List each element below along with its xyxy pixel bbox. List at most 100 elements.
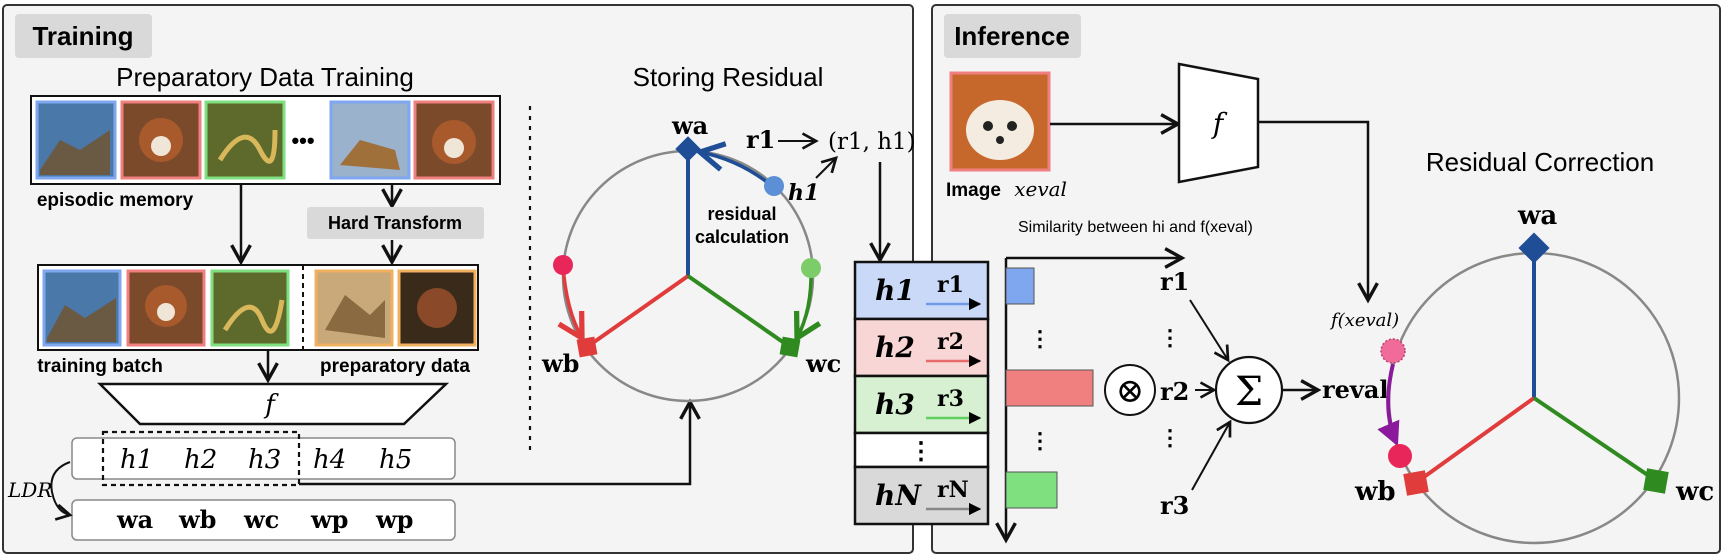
residual-correction-title: Residual Correction: [1426, 147, 1654, 177]
memory-row-1: [853, 260, 990, 321]
inference-tag-label: Inference: [954, 21, 1070, 51]
pair-label: (r1, h1): [828, 129, 916, 155]
axis-wb: [585, 274, 690, 349]
otimes-symbol: ⊗: [1116, 371, 1145, 411]
correction-label-wa: wa: [1517, 201, 1557, 231]
residual-calc-line2: calculation: [695, 227, 789, 247]
inference-tag: [944, 14, 1081, 58]
episodic-thumbnails-right: [329, 100, 495, 180]
correction-arrow-purple: [1377, 363, 1400, 447]
training-tag-label: Training: [32, 21, 133, 51]
arrow-h1-to-pair: [815, 156, 838, 179]
f-xeval-label: f(xeval): [1329, 310, 1399, 331]
similarity-bars: [1005, 267, 1094, 509]
label-wc-storing: wc: [805, 349, 841, 378]
feature-h3-text: h3: [248, 445, 281, 475]
training-batch-label: training batch: [37, 356, 163, 377]
feature-dot-pink: [1380, 338, 1406, 364]
weight-wp-1: wp: [310, 505, 348, 534]
memory-r1: r1: [937, 272, 964, 298]
loss-arc: [50, 461, 73, 521]
otimes-circle: [1104, 364, 1156, 416]
r3-label-inference: r3: [1160, 491, 1189, 520]
axis-wc: [686, 274, 792, 349]
memory-h3: h3: [875, 388, 915, 421]
feature-h5: h5: [379, 445, 412, 475]
weight-labels: wa wb wc wp wp: [116, 505, 413, 534]
memory-r3: r3: [937, 386, 964, 412]
label-wa-storing: wa: [671, 111, 708, 140]
r2-label-inference: r2: [1160, 377, 1189, 406]
r-dots-1: ⋮: [1159, 325, 1181, 351]
r-dots-2: ⋮: [1159, 425, 1181, 451]
correction-label-wc: wc: [1675, 477, 1714, 507]
similarity-bar-1: [1005, 267, 1035, 305]
encoder-f-trapezoid: [96, 382, 450, 426]
thumb-snake-1: [204, 100, 286, 180]
label-wb-storing: wb: [541, 349, 579, 378]
image-label: Image xeval: [946, 177, 1067, 201]
feature-h4-text: h4: [313, 445, 346, 475]
feature-h4: h4: [313, 445, 346, 475]
marker-wc: [779, 336, 801, 358]
features-box: [71, 437, 456, 480]
bar-dots-1: ⋮: [1029, 326, 1051, 352]
bar-dots-2: ⋮: [1029, 428, 1051, 454]
batch-thumb-snake: [210, 269, 290, 347]
memory-table: h1 r1 h2 r2 h3 r3 ⋮ hN rN: [853, 260, 990, 526]
ellipsis-dots: •••: [291, 128, 314, 153]
marker-wa: [675, 136, 701, 162]
residual-calc-line1: residual: [707, 204, 776, 224]
r-eval-label: reval: [1322, 375, 1389, 404]
arrow-r3-to-sigma: [1191, 419, 1232, 491]
similarity-bar-3: [1005, 471, 1058, 509]
correction-label-wb: wb: [1354, 477, 1396, 507]
feature-h1: h1: [120, 445, 153, 475]
feature-h5-text: h5: [379, 445, 412, 475]
weight-wp-2: wp: [375, 505, 413, 534]
correction-axis-wb: [1415, 396, 1536, 484]
h2-dot-red: [553, 255, 573, 275]
feature-h1-text: h1: [120, 445, 153, 475]
arrow-features-to-circle: [299, 398, 701, 486]
weight-wb: wb: [178, 505, 216, 534]
memory-row-n: [853, 465, 990, 526]
memory-r2: r2: [937, 329, 964, 355]
corrected-dot-red: [1388, 444, 1412, 468]
prep-data-label: preparatory data: [320, 356, 470, 377]
similarity-label: Similarity between hi and f(xeval): [1018, 219, 1253, 236]
loss-label: LDR: [7, 478, 52, 502]
inference-encoder-f: [1177, 62, 1260, 184]
label-r1-storing: r1: [746, 125, 775, 154]
episodic-thumbnails: [35, 100, 286, 180]
memory-row-2: [853, 317, 990, 378]
correction-marker-wb: [1403, 470, 1429, 496]
h3-dot-green: [801, 258, 821, 278]
image-word: Image: [946, 180, 1001, 201]
feature-h2: h2: [184, 445, 217, 475]
r1-label-inference: r1: [1160, 267, 1189, 296]
hard-transform-box: [307, 207, 484, 239]
label-h1-storing: h1: [788, 180, 819, 206]
memory-h1: h1: [875, 274, 915, 307]
weight-wa: wa: [116, 505, 153, 534]
hard-transform-label: Hard Transform: [328, 213, 462, 233]
correction-marker-wc: [1643, 468, 1669, 494]
feature-h3: h3: [248, 445, 281, 475]
episodic-memory-label: episodic memory: [37, 190, 194, 211]
image-var: xeval: [1014, 177, 1067, 201]
correction-axis-wc: [1532, 396, 1657, 482]
memory-row-3: [853, 374, 990, 435]
arrow-r1-to-sigma: [1189, 299, 1230, 363]
memory-rn: rN: [937, 477, 969, 503]
marker-wb: [576, 336, 598, 358]
prep-title: Preparatory Data Training: [116, 62, 414, 92]
storing-title: Storing Residual: [633, 62, 824, 92]
feature-h2-text: h2: [184, 445, 217, 475]
memory-dots: ⋮: [909, 436, 933, 465]
similarity-bar-2: [1005, 369, 1094, 407]
arrow-f-to-feature: [1258, 120, 1379, 304]
memory-h2: h2: [875, 331, 915, 364]
weight-wc: wc: [243, 505, 279, 534]
